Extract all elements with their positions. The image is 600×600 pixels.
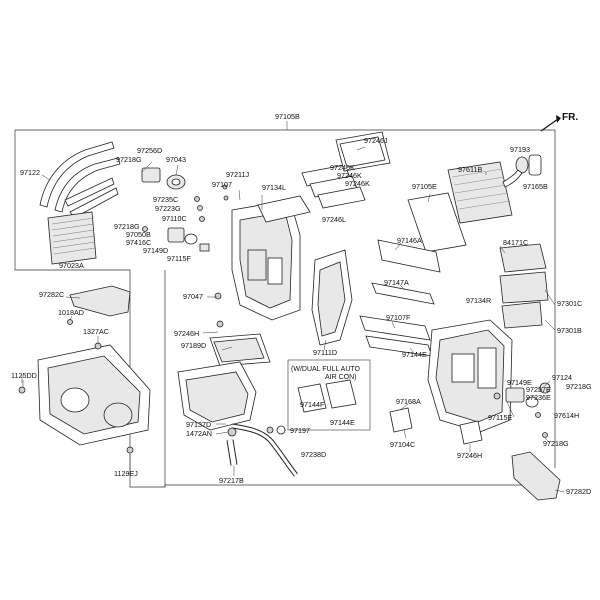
left-case-half	[231, 195, 311, 321]
label-97144E-upper: 97144E	[402, 350, 427, 359]
dual-auto-note-line2: AIR CON)	[325, 374, 357, 381]
dual-auto-subassembly-box: (W/DUAL FULL AUTO AIR CON)	[287, 359, 371, 431]
label-97149E: 97149E	[507, 378, 532, 387]
label-97218G-upper: 97218G	[116, 155, 142, 164]
drain-hose	[231, 423, 298, 477]
label-97105B: 97105B	[275, 112, 300, 121]
part-number-labels: 97105B 97246J 97193 97122 97256D 97218G …	[11, 112, 592, 496]
label-97105E: 97105E	[412, 182, 437, 191]
label-97193: 97193	[510, 145, 530, 154]
label-1129EJ: 1129EJ	[114, 469, 138, 478]
label-1472AN: 1472AN	[186, 429, 212, 438]
foam-seals	[301, 131, 391, 209]
label-97137D: 97137D	[186, 420, 211, 429]
label-97165B: 97165B	[523, 182, 548, 191]
mode-actuator	[141, 167, 186, 190]
front-direction-label: FR.	[562, 112, 578, 123]
label-97301C: 97301C	[557, 299, 582, 308]
label-97416C: 97416C	[126, 238, 151, 247]
right-case-half	[427, 319, 513, 433]
label-97611B: 97611B	[458, 165, 482, 174]
label-97256D: 97256D	[137, 146, 162, 155]
label-97122: 97122	[20, 168, 40, 177]
label-97246L: 97246L	[322, 215, 346, 224]
label-97107F: 97107F	[386, 313, 411, 322]
label-97050B: 97050B	[126, 230, 151, 239]
label-97246K-3: 97246K	[345, 179, 370, 188]
right-actuator-cluster	[493, 382, 551, 438]
label-97144E-lower: 97144E	[330, 418, 355, 427]
label-97282D: 97282D	[566, 487, 591, 496]
label-97149D: 97149D	[143, 246, 168, 255]
label-97115F: 97115F	[167, 254, 191, 263]
label-97236E: 97236E	[526, 393, 551, 402]
label-97246H-left: 97246H	[174, 329, 199, 338]
label-1018AD: 1018AD	[58, 308, 84, 317]
label-97043: 97043	[166, 155, 186, 164]
heater-core	[47, 211, 97, 265]
front-direction-indicator: FR.	[540, 112, 578, 132]
label-97107: 97107	[212, 180, 232, 189]
label-97168A: 97168A	[396, 397, 421, 406]
blower-unit	[37, 344, 151, 446]
drain-hose-elbow	[226, 439, 238, 466]
bottom-seals	[389, 407, 483, 445]
label-97134R: 97134R	[466, 296, 491, 305]
assembly-frame	[14, 121, 556, 490]
label-1125DD: 1125DD	[11, 371, 37, 380]
label-97238D: 97238D	[301, 450, 326, 459]
heater-pipes	[39, 141, 121, 219]
small-fasteners-upper	[142, 184, 229, 232]
label-97235C: 97235C	[153, 195, 178, 204]
label-97144F: 97144F	[300, 400, 325, 409]
label-97147A: 97147A	[384, 278, 409, 287]
label-97218G-lower: 97218G	[543, 439, 569, 448]
evaporator-core	[407, 161, 513, 253]
temperature-actuator	[167, 227, 210, 252]
label-97217B: 97217B	[219, 476, 244, 485]
filter-cover-panels	[499, 243, 549, 329]
label-97257E: 97257E	[526, 385, 551, 394]
center-divider	[311, 249, 353, 346]
leader-lines	[21, 146, 565, 493]
label-97023A: 97023A	[59, 261, 84, 270]
expansion-valve	[502, 154, 542, 188]
label-97614H: 97614H	[554, 411, 579, 420]
door-assemblies	[359, 239, 441, 357]
label-97301B: 97301B	[557, 326, 582, 335]
label-97246K-2: 97246K	[337, 171, 362, 180]
label-97124: 97124	[552, 373, 572, 382]
label-97115E: 97115E	[488, 413, 512, 422]
dual-auto-note-line1: (W/DUAL FULL AUTO	[291, 366, 361, 373]
label-97197: 97197	[290, 426, 310, 435]
label-97282C: 97282C	[39, 290, 64, 299]
label-97223G: 97223G	[155, 204, 181, 213]
lower-case	[177, 361, 257, 431]
label-84171C: 84171C	[503, 238, 528, 247]
label-97218G-right: 97218G	[566, 382, 592, 391]
label-97111D: 97111D	[313, 348, 337, 357]
label-97134L: 97134L	[262, 183, 286, 192]
label-97246K-1: 97246K	[330, 163, 355, 172]
label-97189D: 97189D	[181, 341, 206, 350]
label-97146A: 97146A	[397, 236, 422, 245]
label-97246J: 97246J	[364, 136, 388, 145]
fasteners	[18, 292, 274, 454]
label-97218G-middle: 97218G	[114, 222, 140, 231]
label-97047: 97047	[183, 292, 203, 301]
intake-duct-upper	[69, 285, 131, 317]
intake-duct-lower	[511, 451, 561, 501]
drain-pan	[209, 333, 271, 367]
label-97246H-right: 97246H	[457, 451, 482, 460]
label-97104C: 97104C	[390, 440, 415, 449]
label-97211J: 97211J	[226, 170, 249, 179]
label-1327AC: 1327AC	[83, 327, 109, 336]
label-97110C: 97110C	[162, 214, 187, 223]
